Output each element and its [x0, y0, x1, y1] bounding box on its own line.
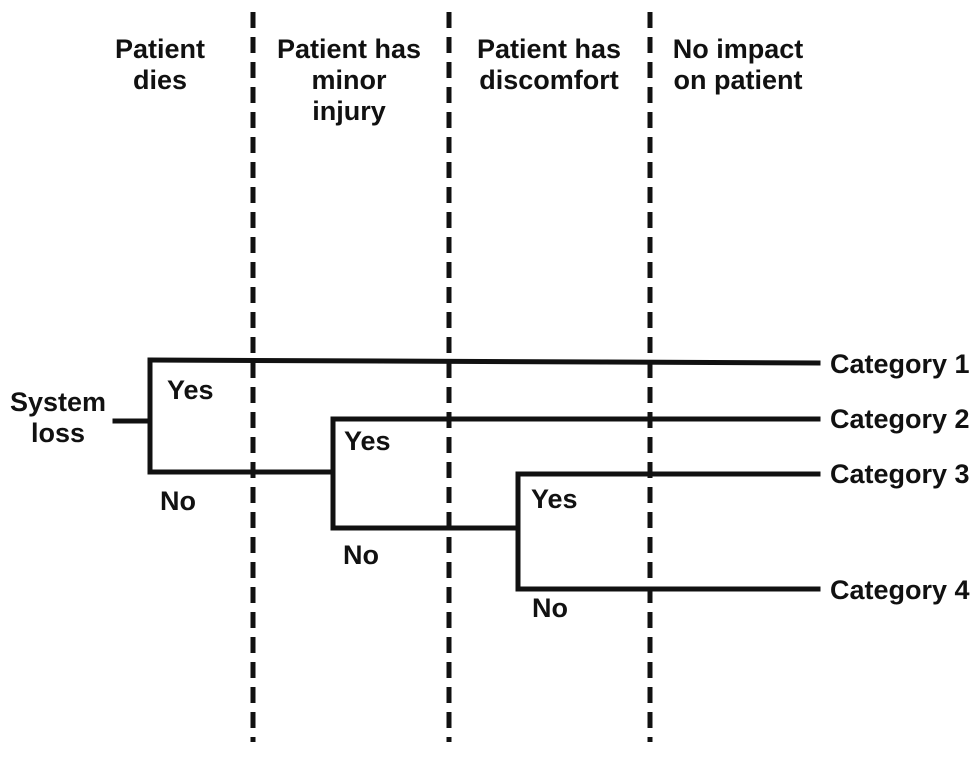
category-label-2: Category 2 — [830, 404, 970, 434]
branch-label-yes: Yes — [344, 426, 391, 456]
category-label-4: Category 4 — [830, 575, 970, 605]
branch-label-no: No — [343, 540, 379, 570]
heading-line: dies — [132, 65, 188, 95]
column-heading-no-impact: No impact on patient — [673, 34, 804, 96]
branch-category-1 — [147, 357, 821, 366]
tree-lines — [112, 357, 821, 592]
branch-label-yes: Yes — [531, 484, 578, 514]
heading-line: on patient — [673, 65, 803, 95]
column-dividers — [250, 12, 653, 742]
branch-label-no: No — [160, 486, 196, 516]
category-label-1: Category 1 — [830, 349, 970, 379]
heading-line: Patient has — [476, 34, 622, 64]
branch-label-yes: Yes — [167, 375, 214, 405]
heading-line: discomfort — [479, 65, 619, 95]
column-heading-minor-injury: Patient has minor injury — [277, 34, 421, 127]
heading-line: Patient — [114, 34, 206, 64]
heading-line: Patient has — [276, 34, 422, 64]
heading-line: injury — [312, 96, 386, 126]
branch-label-no: No — [532, 593, 568, 623]
column-heading-patient-dies: Patient dies — [115, 34, 205, 96]
root-label-system-loss: System loss — [6, 387, 110, 449]
heading-line: No impact — [672, 34, 804, 64]
category-label-3: Category 3 — [830, 459, 970, 489]
root-line: loss — [30, 418, 86, 448]
heading-line: minor — [311, 65, 387, 95]
root-line: System — [9, 387, 107, 417]
column-heading-discomfort: Patient has discomfort — [477, 34, 621, 96]
